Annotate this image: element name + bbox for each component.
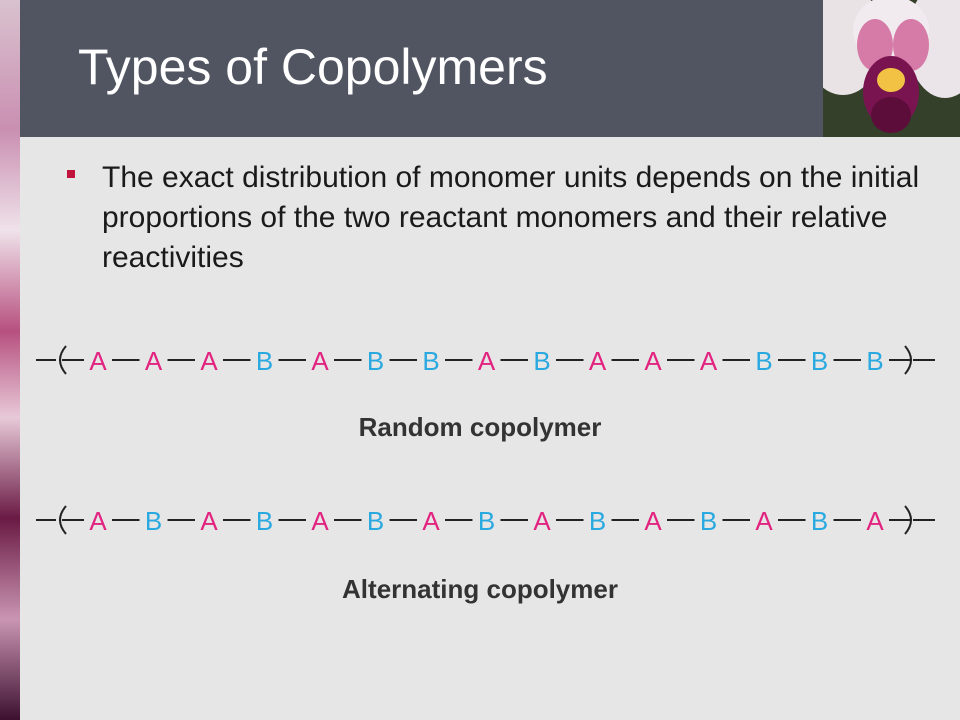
monomer-b: B — [367, 346, 384, 376]
monomer-b: B — [256, 506, 273, 536]
orchid-photo-strip — [0, 0, 20, 720]
right-bracket — [904, 345, 912, 375]
monomer-a: A — [478, 346, 496, 376]
monomer-a: A — [311, 506, 329, 536]
monomer-b: B — [589, 506, 606, 536]
monomer-b: B — [811, 346, 828, 376]
monomer-a: A — [422, 506, 440, 536]
monomer-a: A — [533, 506, 551, 536]
monomer-b: B — [256, 346, 273, 376]
alternating-copolymer-label: Alternating copolymer — [342, 574, 618, 604]
monomer-a: A — [589, 346, 607, 376]
slide-title: Types of Copolymers — [78, 39, 548, 95]
content-area — [20, 137, 960, 720]
right-bracket — [904, 505, 912, 535]
monomer-a: A — [311, 346, 329, 376]
monomer-a: A — [866, 506, 884, 536]
monomer-b: B — [700, 506, 717, 536]
bullet-text: The exact distribution of monomer units … — [102, 161, 920, 274]
monomer-a: A — [89, 506, 107, 536]
monomer-a: A — [145, 346, 163, 376]
orchid-photo — [823, 0, 960, 137]
monomer-b: B — [145, 506, 162, 536]
monomer-b: B — [755, 346, 772, 376]
bullet-marker — [67, 170, 75, 178]
monomer-a: A — [200, 506, 218, 536]
monomer-b: B — [866, 346, 883, 376]
random-copolymer-label: Random copolymer — [358, 412, 602, 442]
monomer-a: A — [644, 346, 662, 376]
monomer-b: B — [367, 506, 384, 536]
left-bracket — [59, 345, 67, 375]
monomer-b: B — [811, 506, 828, 536]
monomer-b: B — [533, 346, 550, 376]
left-bracket — [59, 505, 67, 535]
monomer-b: B — [478, 506, 495, 536]
monomer-a: A — [200, 346, 218, 376]
monomer-a: A — [755, 506, 773, 536]
monomer-a: A — [700, 346, 718, 376]
title-bar — [20, 0, 823, 137]
monomer-a: A — [644, 506, 662, 536]
monomer-b: B — [422, 346, 439, 376]
monomer-a: A — [89, 346, 107, 376]
